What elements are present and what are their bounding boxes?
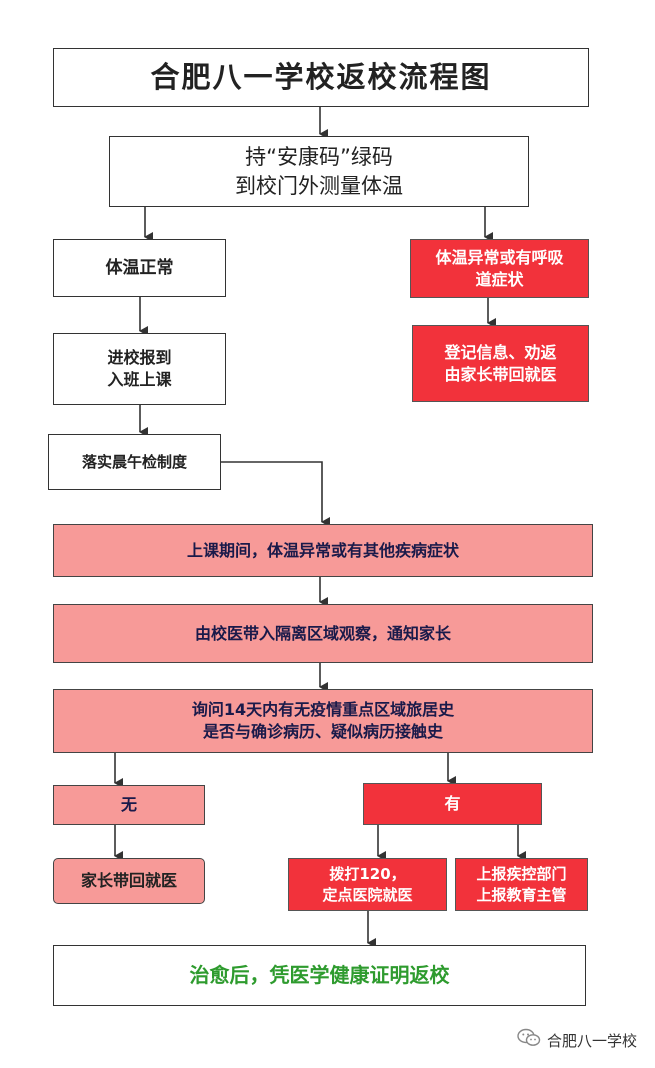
node-temp-abnormal-line2: 道症状 (475, 269, 524, 289)
node-check-code: 持“安康码”绿码 到校门外测量体温 (109, 136, 529, 207)
node-temp-abnormal-line1: 体温异常或有呼吸 (435, 247, 564, 267)
node-enter-school-line1: 进校报到 (107, 348, 172, 368)
node-yes-text: 有 (444, 794, 461, 814)
node-recovery: 治愈后，凭医学健康证明返校 (53, 945, 586, 1006)
node-temp-abnormal: 体温异常或有呼吸 道症状 (410, 239, 589, 298)
node-enter-school: 进校报到 入班上课 (53, 333, 226, 405)
arrow-morning-to-class (221, 461, 330, 527)
node-inquire-line2: 是否与确诊病历、疑似病历接触史 (202, 722, 443, 741)
node-morning-check-text: 落实晨午检制度 (81, 452, 187, 471)
node-class-abnormal: 上课期间，体温异常或有其他疾病症状 (53, 524, 593, 577)
node-report-line2: 上报教育主管 (476, 885, 567, 904)
page-title-text: 合肥八一学校返校流程图 (150, 59, 492, 94)
node-temp-normal-text: 体温正常 (105, 257, 174, 278)
node-isolation-text: 由校医带入隔离区域观察，通知家长 (194, 623, 451, 643)
node-report: 上报疾控部门 上报教育主管 (455, 858, 588, 911)
node-call-120-line2: 定点医院就医 (322, 885, 413, 904)
page-title: 合肥八一学校返校流程图 (53, 48, 589, 107)
node-enter-school-line2: 入班上课 (107, 370, 172, 389)
node-yes: 有 (363, 783, 542, 825)
node-report-line1: 上报疾控部门 (476, 865, 567, 884)
node-register-line2: 由家长带回就医 (444, 364, 557, 384)
node-no: 无 (53, 785, 205, 825)
node-call-120: 拨打120， 定点医院就医 (288, 858, 447, 911)
footer-account: 合肥八一学校 (517, 1028, 637, 1052)
footer-account-name: 合肥八一学校 (546, 1031, 637, 1050)
wechat-icon (517, 1028, 541, 1052)
node-check-code-line2: 到校门外测量体温 (235, 173, 403, 198)
node-check-code-line1: 持“安康码”绿码 (245, 145, 393, 170)
node-no-text: 无 (120, 795, 137, 815)
node-parent-home-text: 家长带回就医 (80, 871, 177, 891)
node-inquire: 询问14天内有无疫情重点区域旅居史 是否与确诊病历、疑似病历接触史 (53, 689, 593, 753)
node-parent-home: 家长带回就医 (53, 858, 205, 904)
node-recovery-text: 治愈后，凭医学健康证明返校 (189, 963, 450, 987)
node-inquire-line1: 询问14天内有无疫情重点区域旅居史 (191, 700, 455, 720)
node-call-120-line1: 拨打120， (329, 865, 406, 884)
node-register-line1: 登记信息、劝返 (444, 342, 557, 362)
node-morning-check: 落实晨午检制度 (48, 434, 221, 490)
node-isolation: 由校医带入隔离区域观察，通知家长 (53, 604, 593, 663)
node-class-abnormal-text: 上课期间，体温异常或有其他疾病症状 (186, 540, 459, 560)
node-temp-normal: 体温正常 (53, 239, 226, 297)
node-register: 登记信息、劝返 由家长带回就医 (412, 325, 589, 402)
